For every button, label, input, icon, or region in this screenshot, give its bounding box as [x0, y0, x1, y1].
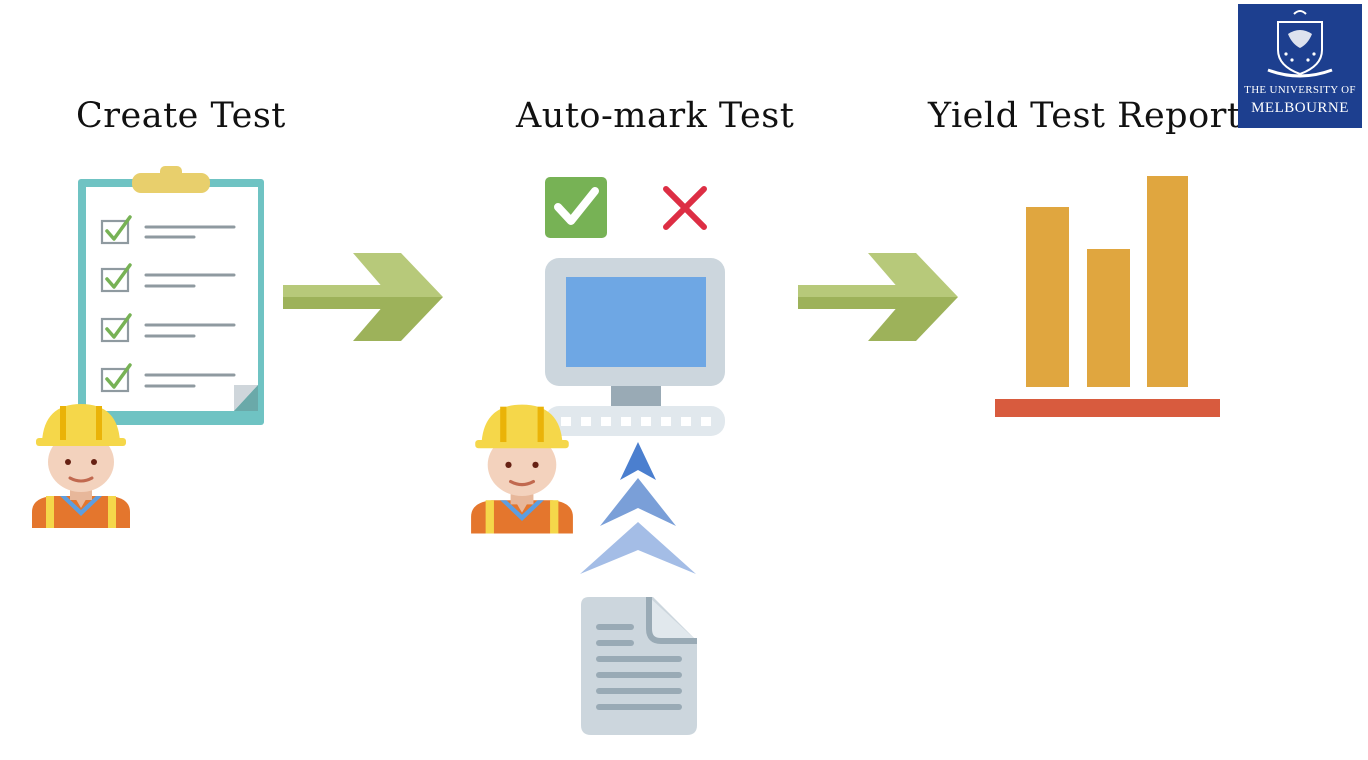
crest-icon: [1267, 10, 1333, 78]
cross-icon: [663, 186, 707, 230]
computer-icon: [545, 258, 725, 436]
worker-icon: [32, 404, 130, 528]
bar-chart-icon: [995, 176, 1220, 417]
logo-line-2: MELBOURNE: [1251, 100, 1349, 116]
checkmark-box-icon: [545, 177, 607, 238]
university-logo: THE UNIVERSITY OF MELBOURNE: [1238, 4, 1362, 128]
upload-chevrons-icon: [580, 442, 696, 574]
arrow-right-icon: [798, 253, 958, 341]
step-title-create-test: Create Test: [76, 96, 286, 136]
arrow-right-icon: [283, 253, 443, 341]
logo-line-1: THE UNIVERSITY OF: [1244, 84, 1356, 96]
step-title-yield-test-report: Yield Test Report: [928, 96, 1242, 136]
clipboard-checklist-icon: [78, 166, 264, 425]
document-icon: [581, 597, 697, 735]
worker-icon: [471, 404, 573, 534]
step-title-auto-mark-test: Auto-mark Test: [516, 96, 795, 136]
